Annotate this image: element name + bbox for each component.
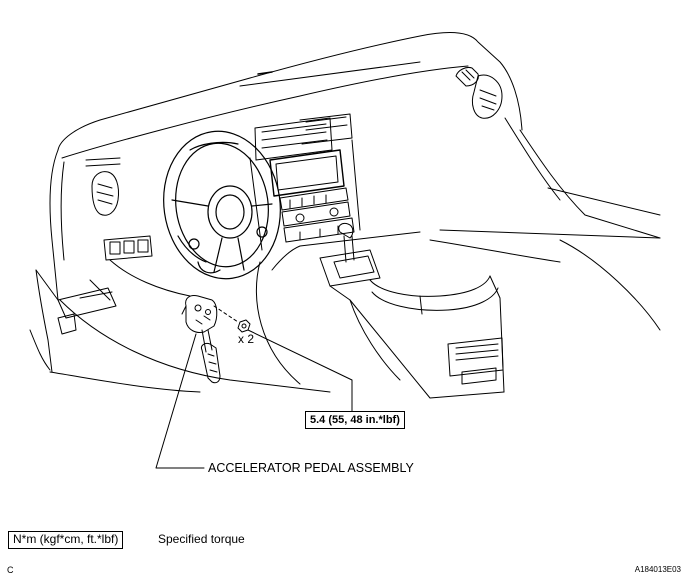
left-air-vent bbox=[85, 157, 121, 216]
right-air-vent bbox=[455, 67, 503, 119]
legend-unit-box: N*m (kgf*cm, ft.*lbf) bbox=[8, 531, 124, 549]
left-switch-panel bbox=[57, 235, 153, 335]
torque-spec-box: 5.4 (55, 48 in.*lbf) bbox=[305, 411, 405, 430]
center-stack bbox=[249, 113, 361, 251]
fastener-count-label: x 2 bbox=[238, 332, 255, 346]
dashboard-outline bbox=[29, 32, 661, 373]
figure-code: A184013E03 bbox=[634, 565, 681, 574]
part-name-label: ACCELERATOR PEDAL ASSEMBLY bbox=[208, 461, 414, 475]
shift-lever-console bbox=[271, 223, 505, 399]
floor-outline bbox=[49, 239, 661, 393]
legend-description: Specified torque bbox=[158, 532, 245, 546]
corner-letter: C bbox=[7, 565, 14, 575]
part-leader-line bbox=[155, 333, 205, 469]
steering-wheel bbox=[163, 130, 281, 280]
mounting-dash-line bbox=[213, 305, 239, 323]
accelerator-pedal-assembly bbox=[181, 295, 221, 384]
torque-leader-line bbox=[247, 329, 353, 412]
